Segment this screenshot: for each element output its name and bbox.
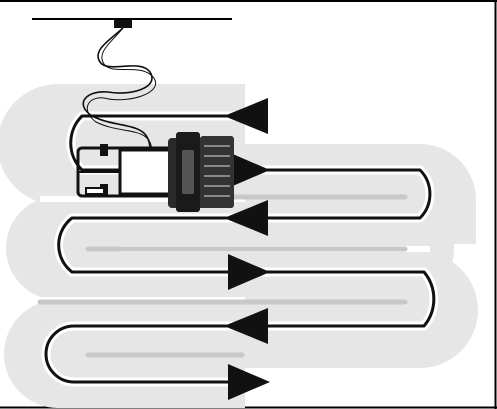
power-outlet-icon — [114, 20, 132, 28]
arrow-right-2 — [228, 152, 270, 188]
serpentine-path — [44, 114, 436, 384]
mower-icon — [76, 132, 234, 212]
power-cable-icon-strand — [86, 27, 157, 157]
arrow-left-3 — [224, 200, 268, 236]
arrow-right-6 — [228, 364, 270, 400]
lane-centerlines — [37, 194, 408, 358]
direction-arrows — [224, 98, 270, 400]
arrow-left-1 — [224, 98, 268, 134]
arrow-right-4 — [228, 254, 270, 290]
arrow-left-5 — [224, 308, 268, 344]
